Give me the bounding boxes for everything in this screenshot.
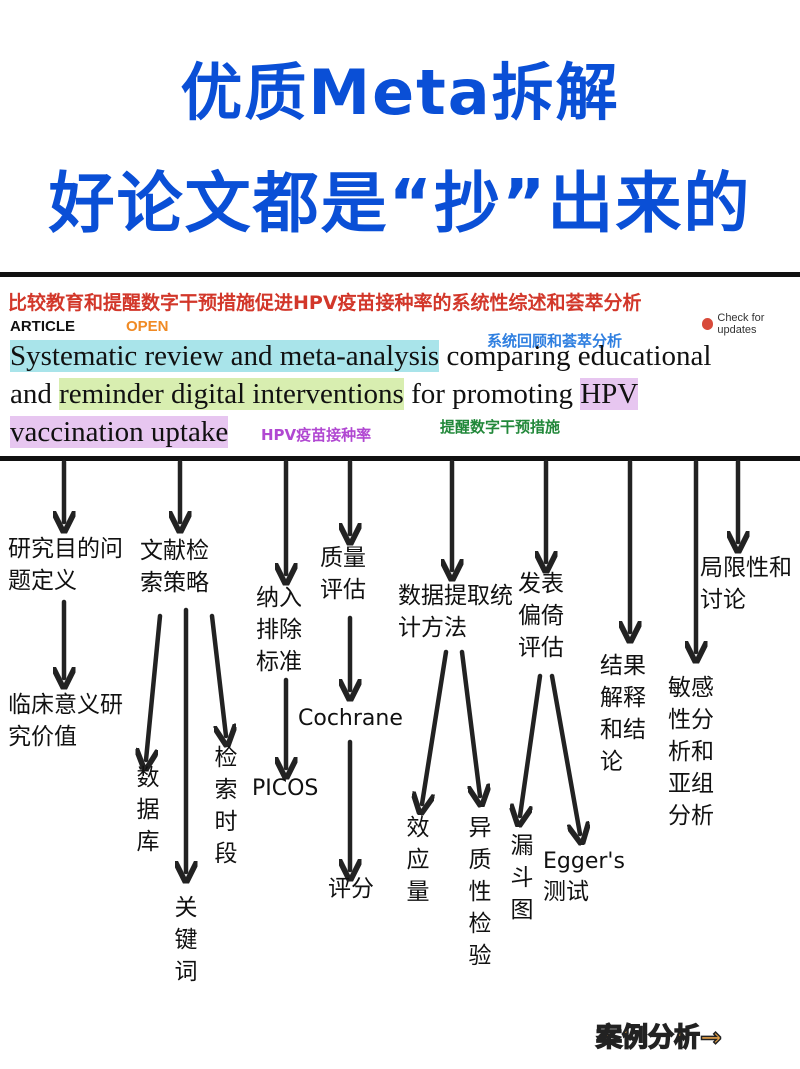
node-research-objective: 研究目的问题定义 — [8, 536, 123, 594]
node-data-extraction: 数据提取统计方法 — [398, 583, 513, 641]
english-title-line-2-mid: for promoting — [403, 378, 581, 410]
bottom-divider — [0, 456, 800, 461]
arrow-n6-b — [549, 673, 580, 834]
check-updates-label: Check for updates — [717, 312, 765, 336]
node-keywords: 关键词 — [174, 895, 198, 985]
arrow-n6-a — [520, 673, 543, 816]
note-systematic-review: 系统回顾和荟萃分析 — [487, 332, 623, 350]
node-clinical-significance: 临床意义研究价值 — [8, 692, 123, 750]
highlight-systematic-review: Systematic review and meta-analysis — [10, 340, 440, 372]
node-limitations: 局限性和讨论 — [700, 555, 792, 613]
note-reminder-interventions: 提醒数字干预措施 — [440, 418, 561, 436]
arrow-n2-a — [146, 613, 163, 760]
top-divider — [0, 272, 800, 277]
node-publication-bias: 发表偏倚评估 — [518, 571, 564, 661]
english-title-line-1-rest: comparing educational — [439, 340, 712, 372]
arrow-n5-a — [422, 649, 449, 804]
check-for-updates-badge[interactable]: Check for updates — [702, 312, 800, 336]
english-title-line-3: vaccination uptake — [10, 416, 229, 449]
english-title-line-1: Systematic review and meta-analysis comp… — [10, 340, 711, 373]
node-scoring: 评分 — [328, 876, 374, 902]
article-label: ARTICLE — [10, 318, 75, 335]
node-egger: Egger's — [543, 849, 625, 874]
english-title-line-2: and reminder digital interventions for p… — [10, 378, 639, 411]
title-line-2: 好论文都是“抄”出来的 — [48, 165, 752, 242]
node-heterogeneity-test: 异质性检验 — [468, 815, 492, 969]
note-hpv-uptake: HPV疫苗接种率 — [261, 426, 372, 444]
english-title-line-2-pre: and — [10, 378, 60, 410]
node-search-period: 检索时段 — [214, 745, 238, 867]
chinese-article-title: 比较教育和提醒数字干预措施促进HPV疫苗接种率的系统性综述和荟萃分析 — [8, 292, 642, 314]
check-updates-icon — [702, 318, 714, 330]
node-quality-assessment: 质量评估 — [320, 545, 366, 603]
highlight-vaccination-uptake: vaccination uptake — [10, 416, 229, 448]
node-inclusion-criteria: 纳入排除标准 — [256, 585, 302, 675]
node-cochrane: Cochrane — [298, 706, 403, 731]
node-effect-size: 效应量 — [406, 815, 430, 905]
title-line-1: 优质Meta拆解 — [180, 56, 620, 129]
node-sensitivity-analysis: 敏感性分析和亚组分析 — [668, 675, 714, 829]
node-funnel-plot: 漏斗图 — [510, 833, 534, 923]
arrow-n2-c — [209, 613, 226, 736]
case-analysis-link[interactable]: 案例分析→ — [595, 1022, 722, 1054]
highlight-hpv: HPV — [580, 378, 639, 410]
node-search-strategy: 文献检索策略 — [140, 538, 209, 596]
node-egger-test: 测试 — [543, 879, 589, 905]
open-label: OPEN — [126, 318, 169, 335]
arrow-n5-b — [459, 649, 480, 796]
highlight-reminder-interventions: reminder digital interventions — [59, 378, 404, 410]
node-database: 数据库 — [136, 765, 160, 855]
node-results-interpretation: 结果解释和结论 — [600, 653, 646, 775]
node-picos: PICOS — [252, 776, 319, 801]
